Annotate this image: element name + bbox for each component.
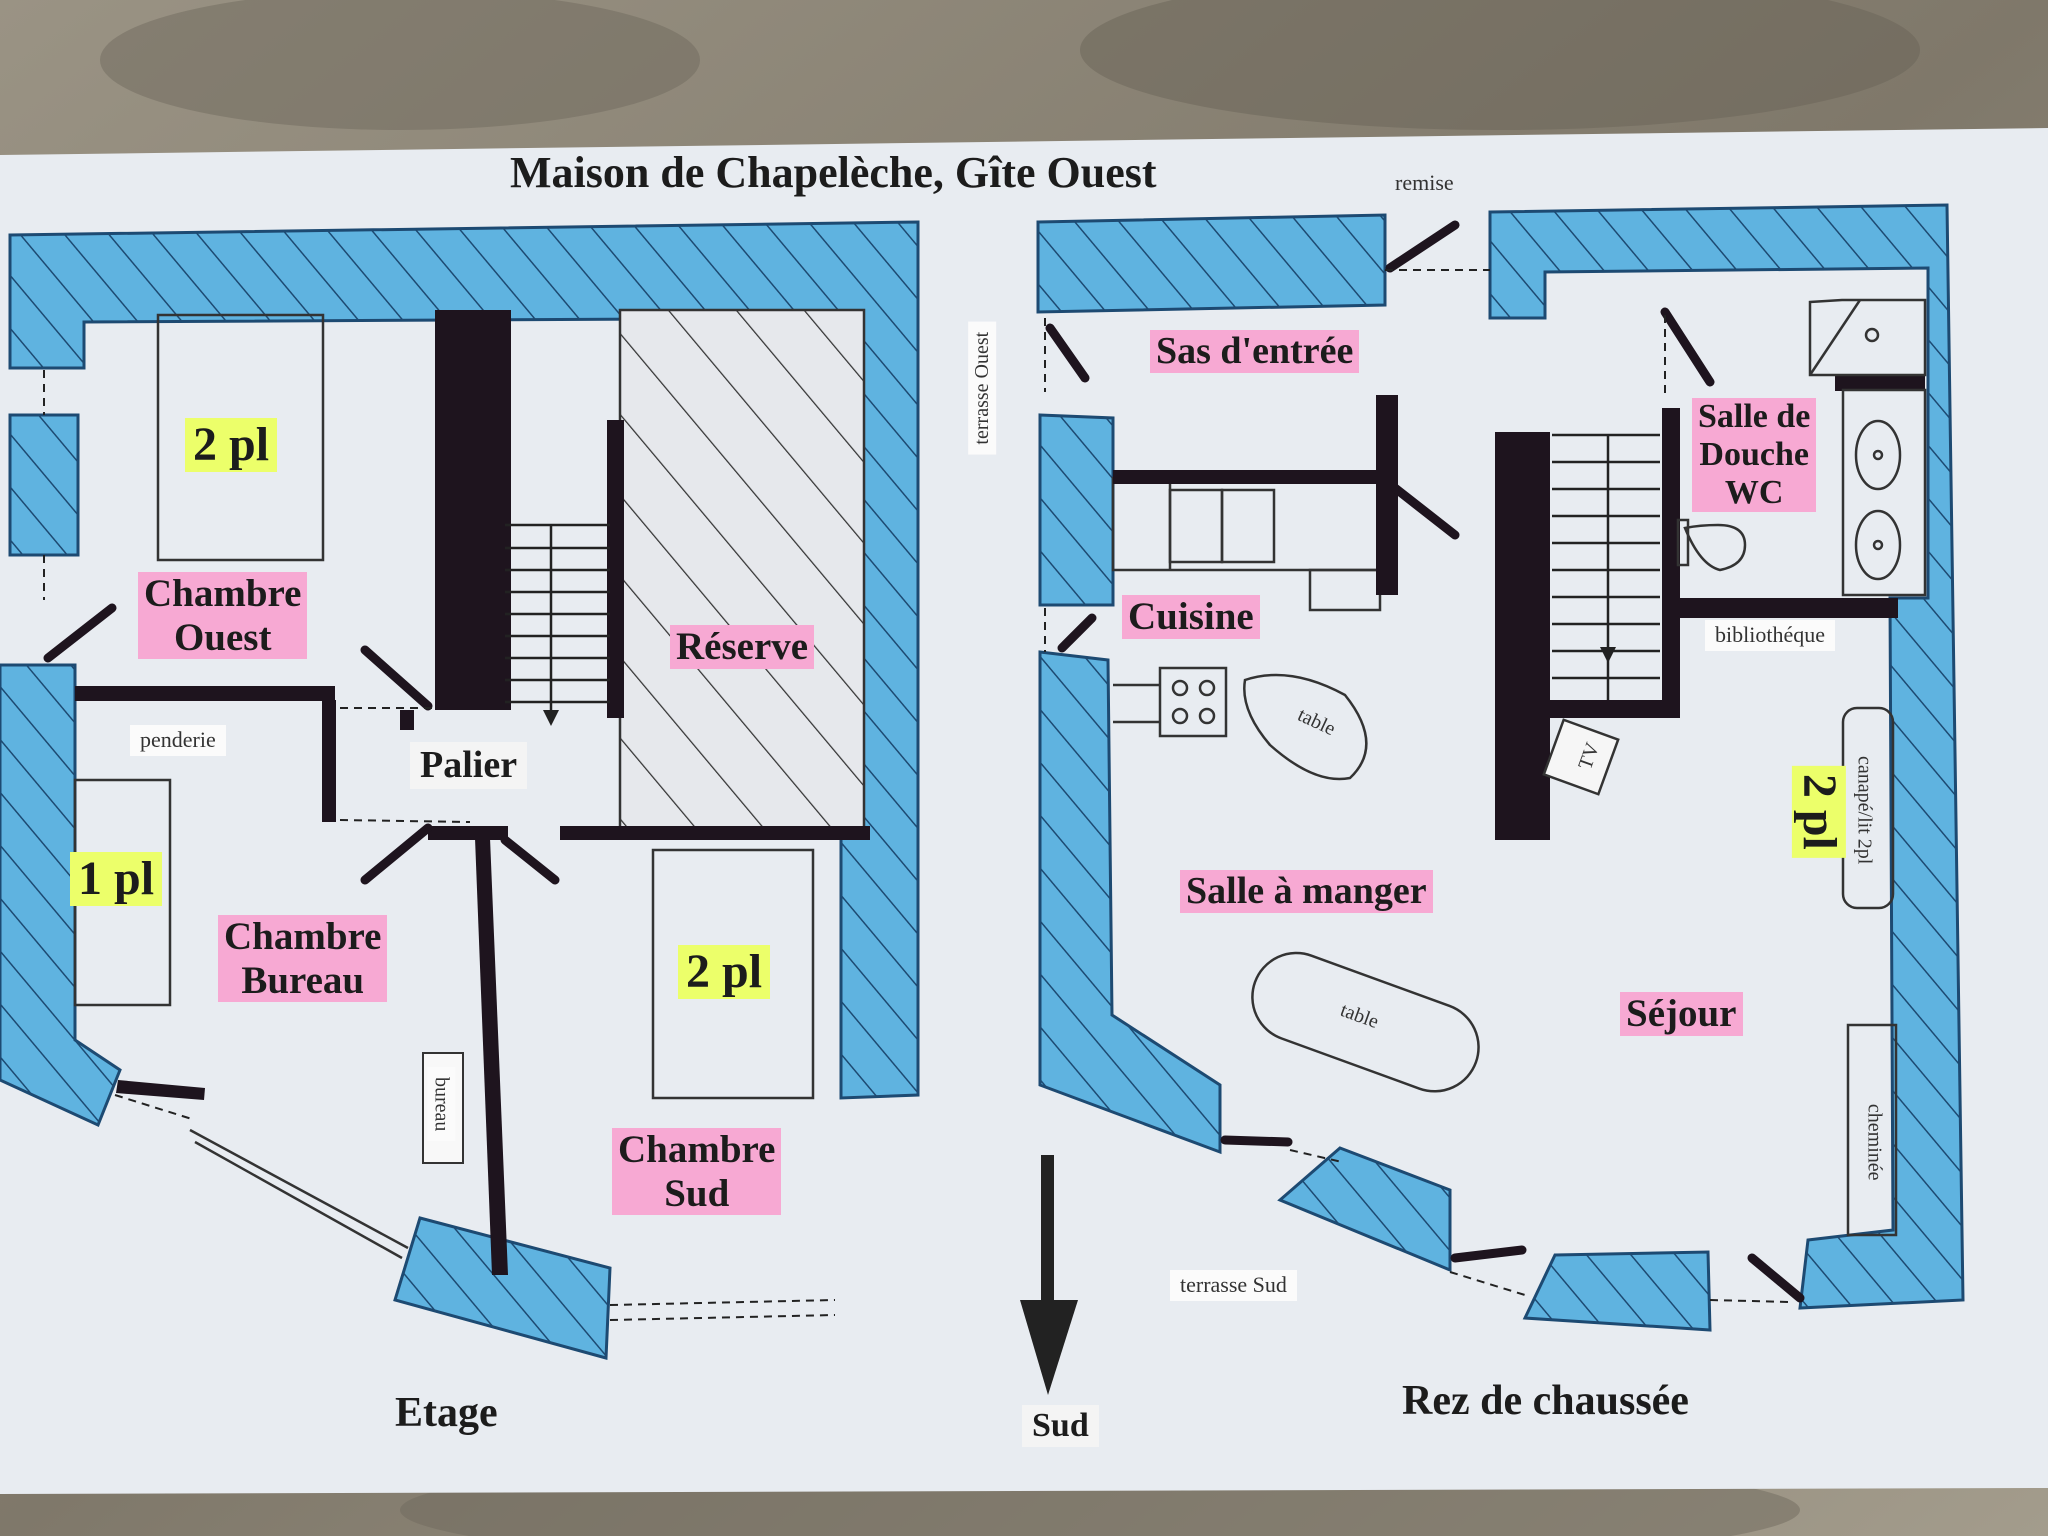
bed-label-sud: 2 pl [678, 945, 771, 999]
ground-south-wall-2 [1522, 1250, 1712, 1332]
ground-interior-walls [1113, 375, 1925, 618]
room-salle-a-manger: Salle à manger [1180, 870, 1433, 913]
fixture-terrasse-ouest: terrasse Ouest [968, 321, 997, 455]
fixture-terrasse-sud: terrasse Sud [1170, 1270, 1297, 1301]
sink-1 [1854, 419, 1902, 491]
ground-north-wall-left [1036, 213, 1387, 314]
floor-name-rez: Rez de chaussée [1402, 1378, 1689, 1424]
fixture-remise: remise [1395, 170, 1454, 195]
kitchen-table [1243, 673, 1368, 781]
room-chambre-ouest: Chambre Ouest [138, 572, 308, 660]
upper-stair-wall-left [435, 310, 511, 710]
paper-sheet [0, 128, 2048, 1494]
room-sejour: Séjour [1620, 992, 1743, 1036]
page-title: Maison de Chapelèche, Gîte Ouest [510, 148, 1157, 197]
room-chambre-bureau: Chambre Bureau [218, 915, 388, 1003]
dining-table [1251, 951, 1480, 1093]
upper-floor-plan [0, 220, 920, 1360]
ground-door-arcs [1044, 269, 1791, 1303]
tv-unit [1542, 718, 1620, 796]
room-chambre-sud: Chambre Sud [612, 1128, 782, 1216]
upper-stair-wall-right [607, 420, 624, 718]
upper-doors [43, 603, 560, 885]
kitchen-stove [1158, 666, 1228, 738]
ground-stair-wall [1495, 432, 1550, 840]
fixture-bureau: bureau [427, 1066, 456, 1142]
reserve-area [618, 308, 866, 834]
compass-label: Sud [1022, 1405, 1099, 1448]
south-arrow [1020, 1155, 1078, 1395]
floor-name-etage: Etage [395, 1390, 498, 1436]
room-palier: Palier [410, 742, 528, 789]
ground-west-wall-lower [1038, 650, 1222, 1155]
fixture-cheminee: cheminée [1863, 1103, 1886, 1181]
ground-floor-plan [1036, 203, 1965, 1332]
room-reserve: Réserve [670, 625, 815, 669]
bed-ouest [156, 313, 325, 562]
fixture-bibliotheque: bibliothéque [1705, 620, 1835, 651]
upper-west-wall [0, 663, 122, 1128]
room-salle-douche: Salle de Douche WC [1692, 398, 1817, 513]
fixture-penderie: penderie [130, 725, 226, 756]
sink-area [1841, 388, 1927, 597]
upper-interior-walls [75, 686, 870, 1275]
room-cuisine: Cuisine [1122, 595, 1260, 639]
toilet [1683, 523, 1747, 572]
shower-tray [1808, 298, 1927, 377]
upper-stairs [505, 523, 610, 710]
upper-west-wall-stub [8, 413, 80, 557]
upper-door-arcs [43, 370, 836, 1321]
bed-label-bureau: 1 pl [70, 852, 163, 906]
bathroom-fixtures [1676, 298, 1927, 597]
ground-west-wall-upper [1038, 413, 1115, 607]
ground-south-wall-1 [1277, 1146, 1452, 1273]
ground-doors [1045, 220, 1805, 1303]
upper-south-wall [393, 1216, 612, 1360]
sink-2 [1854, 509, 1902, 581]
fireplace [1846, 1023, 1898, 1237]
bed-label-sejour: 2 pl [1792, 765, 1846, 858]
bed-label-ouest: 2 pl [185, 418, 278, 472]
room-sas-entree: Sas d'entrée [1150, 330, 1360, 373]
bed-sud [651, 848, 815, 1100]
fixture-canape: canapé/lit 2pl [1853, 756, 1876, 865]
